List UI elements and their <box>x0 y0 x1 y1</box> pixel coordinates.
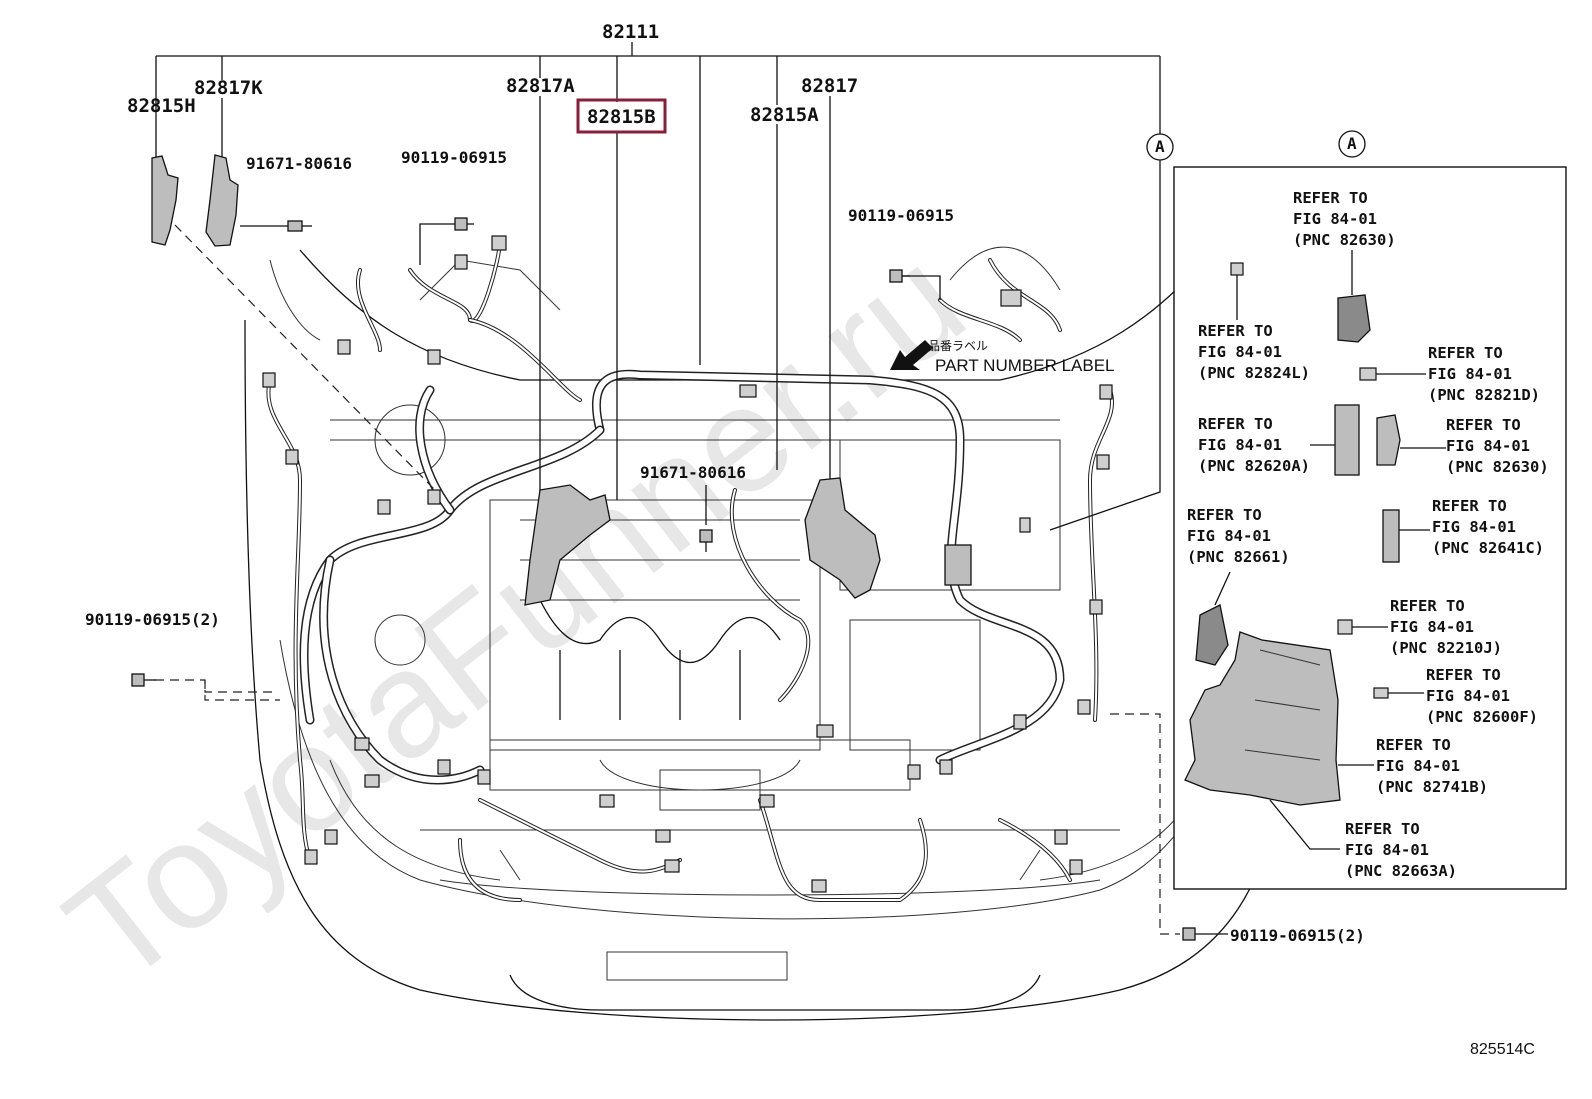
refer-82600F: REFER TO FIG 84-01 (PNC 82600F) <box>1426 666 1538 726</box>
refer-82821D: REFER TO FIG 84-01 (PNC 82821D) <box>1428 344 1540 404</box>
svg-text:REFER TO: REFER TO <box>1293 189 1368 207</box>
highlight-82815B <box>576 98 667 134</box>
detail-parts <box>1184 250 1446 850</box>
clamp-82817 <box>804 477 881 599</box>
refer-82641C: REFER TO FIG 84-01 (PNC 82641C) <box>1432 497 1544 557</box>
svg-text:REFER TO: REFER TO <box>1428 344 1503 362</box>
bolt-90119-06915-top <box>454 217 474 231</box>
svg-text:REFER TO: REFER TO <box>1198 415 1273 433</box>
label-bolt-91671-80616-center: 91671-80616 <box>640 463 746 482</box>
refer-82824L: REFER TO FIG 84-01 (PNC 82824L) <box>1198 322 1310 382</box>
label-bolt-90119-06915-top: 90119-06915 <box>401 148 507 167</box>
label-82815H: 82815H <box>127 95 196 117</box>
refer-to-labels: REFER TO FIG 84-01 (PNC 82630) REFER TO … <box>1187 189 1549 880</box>
refer-82210J: REFER TO FIG 84-01 (PNC 82210J) <box>1390 597 1502 657</box>
svg-text:REFER TO: REFER TO <box>1446 416 1521 434</box>
label-82815A: 82815A <box>750 104 819 126</box>
branch-wires <box>266 238 1114 902</box>
svg-text:FIG 84-01: FIG 84-01 <box>1198 343 1282 361</box>
svg-text:FIG 84-01: FIG 84-01 <box>1293 210 1377 228</box>
svg-text:REFER TO: REFER TO <box>1198 322 1273 340</box>
refer-82663A: REFER TO FIG 84-01 (PNC 82663A) <box>1345 820 1457 880</box>
bolt-91671-80616-top <box>287 220 312 232</box>
clamp-82817A <box>524 484 611 606</box>
svg-text:REFER TO: REFER TO <box>1345 820 1420 838</box>
svg-text:(PNC 82661): (PNC 82661) <box>1187 548 1290 566</box>
label-bolt-90119-06915-left: 90119-06915(2) <box>85 610 220 629</box>
svg-text:REFER TO: REFER TO <box>1390 597 1465 615</box>
label-bolt-90119-06915-right: 90119-06915 <box>848 206 954 225</box>
label-bolt-91671-80616-top: 91671-80616 <box>246 154 352 173</box>
marker-a-detail: A <box>1347 134 1357 153</box>
svg-text:FIG 84-01: FIG 84-01 <box>1376 757 1460 775</box>
svg-text:FIG 84-01: FIG 84-01 <box>1345 841 1429 859</box>
bolt-90119-06915-right <box>889 269 910 283</box>
refer-82620A: REFER TO FIG 84-01 (PNC 82620A) <box>1198 415 1310 475</box>
part-number-label-arrow <box>890 340 933 370</box>
bracket-82815H <box>151 155 179 246</box>
refer-82630-top: REFER TO FIG 84-01 (PNC 82630) <box>1293 189 1396 249</box>
svg-text:FIG 84-01: FIG 84-01 <box>1187 527 1271 545</box>
label-82111: 82111 <box>602 21 659 43</box>
label-bolt-90119-06915-bottom: 90119-06915(2) <box>1230 926 1365 945</box>
svg-text:FIG 84-01: FIG 84-01 <box>1390 618 1474 636</box>
marker-a-main: A <box>1155 137 1165 156</box>
refer-82630-mid: REFER TO FIG 84-01 (PNC 82630) <box>1446 416 1549 476</box>
label-82815B: 82815B <box>587 106 656 128</box>
svg-text:(PNC 82641C): (PNC 82641C) <box>1432 539 1544 557</box>
svg-text:FIG 84-01: FIG 84-01 <box>1426 687 1510 705</box>
label-part-number-label: PART NUMBER LABEL <box>935 356 1115 375</box>
callout-labels: 82111 82815H 82817K 82817A 82815B 82815A… <box>85 21 1535 1058</box>
figure-code: 825514C <box>1470 1041 1535 1058</box>
svg-text:(PNC 82663A): (PNC 82663A) <box>1345 862 1457 880</box>
label-82817K: 82817K <box>194 77 263 99</box>
svg-text:(PNC 82600F): (PNC 82600F) <box>1426 708 1538 726</box>
bolt-91671-80616-center <box>699 529 713 552</box>
refer-82741B: REFER TO FIG 84-01 (PNC 82741B) <box>1376 736 1488 796</box>
svg-text:FIG 84-01: FIG 84-01 <box>1198 436 1282 454</box>
bolt-90119-06915-bottom <box>1182 927 1228 941</box>
svg-text:(PNC 82620A): (PNC 82620A) <box>1198 457 1310 475</box>
label-82817A: 82817A <box>506 75 575 97</box>
svg-text:REFER TO: REFER TO <box>1432 497 1507 515</box>
refer-82661: REFER TO FIG 84-01 (PNC 82661) <box>1187 506 1290 566</box>
callout-leaders <box>155 42 1180 935</box>
svg-text:FIG 84-01: FIG 84-01 <box>1446 437 1530 455</box>
svg-text:REFER TO: REFER TO <box>1376 736 1451 754</box>
svg-text:FIG 84-01: FIG 84-01 <box>1432 518 1516 536</box>
svg-text:(PNC 82210J): (PNC 82210J) <box>1390 639 1502 657</box>
svg-text:(PNC 82630): (PNC 82630) <box>1293 231 1396 249</box>
svg-text:FIG 84-01: FIG 84-01 <box>1428 365 1512 383</box>
svg-text:(PNC 82824L): (PNC 82824L) <box>1198 364 1310 382</box>
harness-connectors <box>262 235 1113 893</box>
label-japanese-part-number: 品番ラベル <box>928 339 988 353</box>
svg-text:REFER TO: REFER TO <box>1426 666 1501 684</box>
bolt-90119-06915-left <box>131 673 156 687</box>
svg-text:(PNC 82821D): (PNC 82821D) <box>1428 386 1540 404</box>
svg-text:REFER TO: REFER TO <box>1187 506 1262 524</box>
svg-text:(PNC 82741B): (PNC 82741B) <box>1376 778 1488 796</box>
svg-text:(PNC 82630): (PNC 82630) <box>1446 458 1549 476</box>
bracket-82817K <box>205 154 239 247</box>
label-82817: 82817 <box>801 75 858 97</box>
